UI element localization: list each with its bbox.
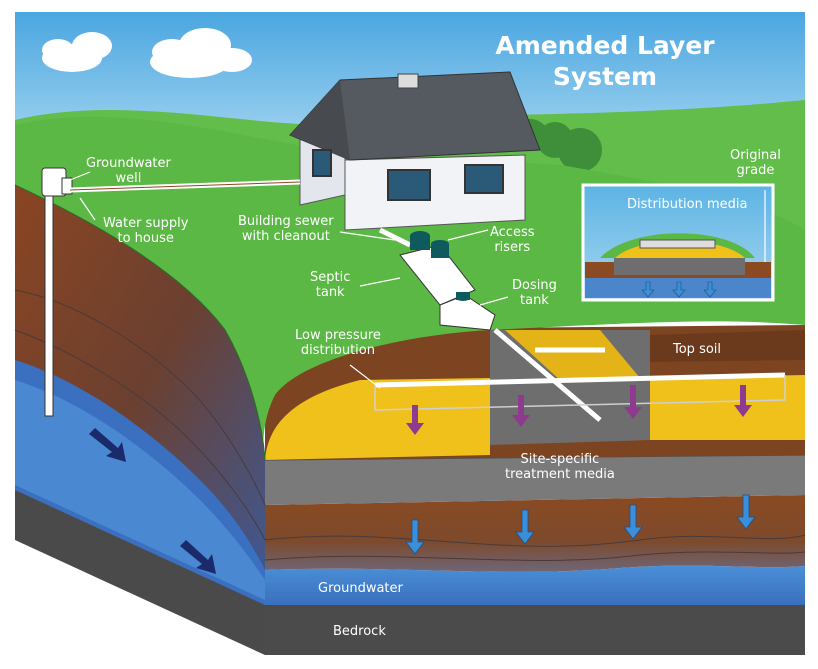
bedrock-label: Bedrock (333, 624, 386, 639)
septic-tank (399, 231, 476, 306)
well (41, 167, 73, 417)
title-line-2: System (552, 62, 658, 91)
title-line-1: Amended Layer (495, 31, 715, 60)
groundwater-label: Groundwater (318, 581, 403, 596)
house (289, 71, 541, 231)
leader-lines (69, 171, 509, 389)
distribution-lateral (374, 372, 786, 388)
inset-panel (581, 183, 775, 302)
cloud-icon (150, 28, 252, 78)
trench-media (505, 330, 640, 380)
treatment-media-right (650, 375, 805, 440)
front-groundwater (265, 565, 805, 605)
water-arrow-icon (405, 494, 756, 555)
top-soil-label: Top soil (673, 342, 722, 357)
top-soil (650, 330, 805, 362)
side-groundwater-light (15, 380, 265, 600)
effluent-arrow-icon (406, 385, 752, 435)
diagram-title: Amended Layer System (470, 30, 740, 92)
distribution-media-label: Distribution media (627, 197, 748, 212)
treatment-media-left (265, 378, 490, 460)
front-bedrock (265, 605, 805, 655)
cloud-icon (42, 32, 112, 72)
treatment-media-base (265, 455, 805, 505)
sewer-pipe (378, 227, 412, 248)
flow-arrow-icon (89, 428, 216, 574)
dosing-tank (439, 292, 496, 331)
